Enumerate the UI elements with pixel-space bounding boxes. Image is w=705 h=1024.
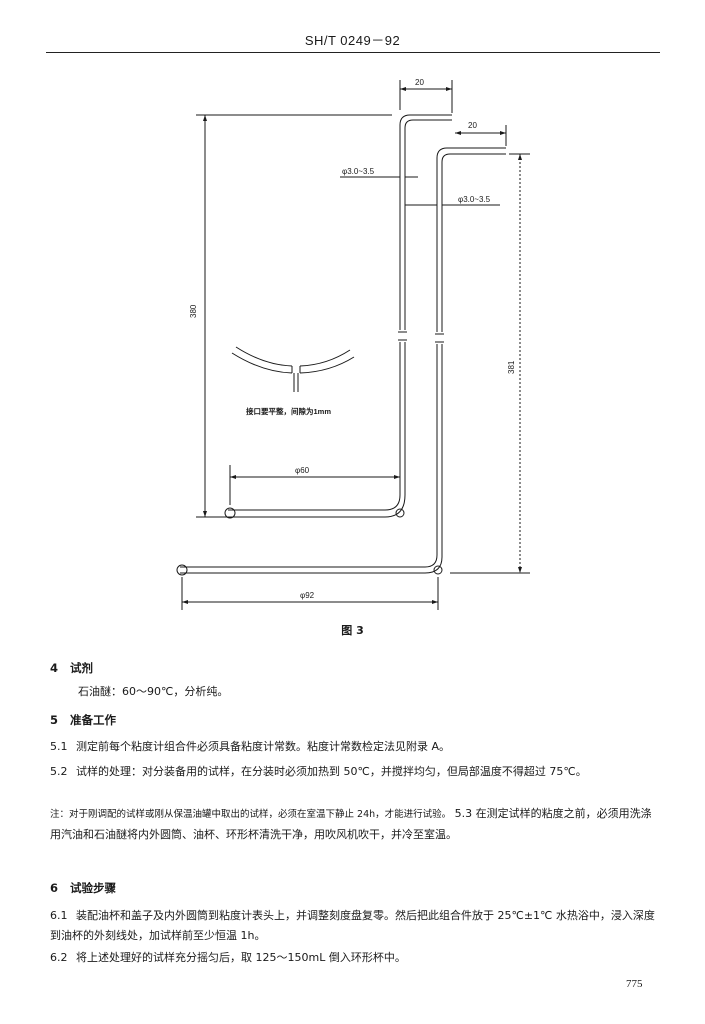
clause-text: 装配油杯和盖子及内外圆筒到粘度计表头上，并调整刻度盘复零。然后把此组合件放于 2… — [50, 909, 655, 942]
joint-note: 接口要平整，间隙为1mm — [246, 406, 331, 416]
rod1-lower-outer — [228, 342, 401, 511]
dim-diameter-outer: φ3.0~3.5 — [458, 195, 491, 204]
clause-number: 6.2 — [50, 951, 68, 964]
section-title: 准备工作 — [70, 713, 117, 727]
rod2-upper-inner — [441, 153, 506, 332]
running-header: SH/T 0249－92 — [304, 33, 401, 48]
rod1-upper-outer — [399, 114, 452, 330]
dim-20-a: 20 — [415, 78, 424, 87]
rod2-upper-outer — [436, 147, 506, 332]
arc-left-outer — [231, 352, 293, 374]
hook-diagram: 20 20 φ3.0~3.5 φ3.0~3.5 380 381 φ60 φ92 … — [176, 78, 530, 610]
rod2-end — [176, 564, 188, 576]
dim-phi60: φ60 — [295, 466, 310, 475]
clause-text: 试样的处理：对分装备用的试样，在分装时必须加热到 50℃，并搅拌均匀，但局部温度… — [76, 765, 587, 778]
dim-20-b: 20 — [468, 121, 477, 130]
section-title: 试剂 — [70, 661, 94, 675]
rod2-lower-inner — [180, 344, 443, 574]
dim-phi92: φ92 — [300, 591, 315, 600]
dim-380: 380 — [189, 304, 198, 318]
section-4-text: 石油醚：60～90℃，分析纯。 — [78, 685, 229, 698]
section-4-heading: 4 试剂 — [50, 660, 93, 676]
clause-number: 6.1 — [50, 909, 68, 922]
paragraph-6-2: 6.2 将上述处理好的试样充分摇匀后，取 125～150mL 倒入环形杯中。 — [50, 948, 662, 968]
paragraph-5-1: 5.1 测定前每个粘度计组合件必须具备粘度计常数。粘度计常数检定法见附录 A。 — [50, 737, 662, 757]
section-number: 4 — [50, 661, 59, 675]
arc-right-inner — [299, 349, 351, 367]
clause-number: 5.3 — [454, 807, 473, 820]
figure-3: 20 20 φ3.0~3.5 φ3.0~3.5 380 381 φ60 φ92 … — [0, 70, 705, 630]
arc-right-outer — [299, 356, 355, 374]
clause-number: 5.1 — [50, 740, 68, 753]
section-6-heading: 6 试验步骤 — [50, 880, 116, 896]
paragraph-5-2: 5.2 试样的处理：对分装备用的试样，在分装时必须加热到 50℃，并搅拌均匀，但局… — [50, 762, 662, 782]
rod1-corner — [395, 508, 405, 518]
dim-381: 381 — [507, 360, 516, 374]
clause-number: 5.2 — [50, 765, 68, 778]
rod1-end — [224, 507, 236, 519]
rod1-upper-inner — [404, 119, 452, 330]
header-rule — [46, 52, 660, 53]
clause-text: 在测定试样的粘度之前，必须用洗涤用汽油和石油醚将内外圆筒、油杯、环形杯清洗干净，… — [50, 807, 652, 841]
figure-caption: 图 3 — [341, 624, 364, 637]
rod2-corner — [433, 565, 443, 575]
note-text: 注：对于刚调配的试样或刚从保温油罐中取出的试样，必须在室温下静止 24h，才能进… — [50, 809, 452, 820]
section-5-heading: 5 准备工作 — [50, 712, 116, 728]
section-number: 5 — [50, 713, 59, 727]
paragraph-note-5-3: 注：对于刚调配的试样或刚从保温油罐中取出的试样，必须在室温下静止 24h，才能进… — [50, 804, 662, 845]
clause-text: 测定前每个粘度计组合件必须具备粘度计常数。粘度计常数检定法见附录 A。 — [76, 740, 451, 753]
rod1-lower-inner — [228, 342, 406, 518]
section-title: 试验步骤 — [70, 881, 117, 895]
dim-diameter-inner: φ3.0~3.5 — [342, 167, 375, 176]
arc-left-inner — [235, 346, 293, 367]
section-number: 6 — [50, 881, 59, 895]
page-number: 775 — [626, 978, 643, 990]
clause-text: 将上述处理好的试样充分摇匀后，取 125～150mL 倒入环形杯中。 — [76, 951, 406, 964]
rod2-lower-outer — [180, 344, 438, 568]
